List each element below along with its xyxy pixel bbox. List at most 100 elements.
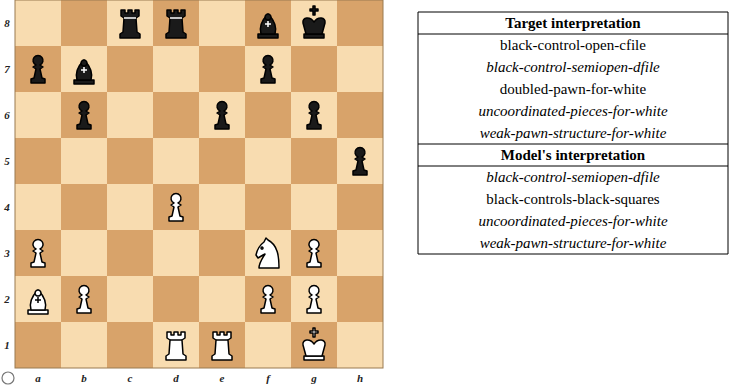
piece-shape <box>265 21 271 27</box>
board-square <box>199 92 245 138</box>
board-square <box>337 92 383 138</box>
piece-shape <box>169 193 183 221</box>
board-square <box>291 138 337 184</box>
board-square <box>61 0 107 46</box>
piece-shape <box>31 55 45 83</box>
table-rule <box>418 12 419 254</box>
table-cell: doubled-pawn-for-white <box>500 81 646 98</box>
piece-shape <box>307 101 321 129</box>
piece-shape <box>166 10 186 38</box>
piece-shape <box>212 332 232 360</box>
piece-shape <box>124 17 136 19</box>
piece-shape <box>261 285 275 313</box>
rank-label: 3 <box>4 247 10 259</box>
piece-shape <box>120 10 140 38</box>
table-rule <box>418 34 728 35</box>
table-cell: black-control-open-cfile <box>500 37 646 54</box>
board-square <box>107 0 153 46</box>
board-squares <box>15 0 383 368</box>
black-piece <box>120 10 140 38</box>
board-square <box>61 92 107 138</box>
white-piece <box>28 290 48 314</box>
file-label: h <box>357 372 363 384</box>
board-square <box>153 276 199 322</box>
table-rule <box>418 254 728 255</box>
board-square <box>199 230 245 276</box>
black-piece <box>31 55 45 83</box>
table-cell: weak-pawn-structure-for-white <box>480 125 667 142</box>
piece-shape <box>353 147 367 175</box>
board-square <box>153 322 199 368</box>
board-square <box>107 92 153 138</box>
board-square <box>107 138 153 184</box>
board-square <box>245 276 291 322</box>
rank-label: 1 <box>4 339 10 351</box>
board-square <box>153 230 199 276</box>
board-square <box>61 276 107 322</box>
black-piece <box>261 55 275 83</box>
board-square <box>61 184 107 230</box>
board-square <box>107 46 153 92</box>
rank-label: 6 <box>4 109 10 121</box>
board-square <box>107 230 153 276</box>
black-piece <box>77 101 91 129</box>
board-square <box>15 276 61 322</box>
pieces <box>28 6 367 360</box>
file-label: d <box>173 372 179 384</box>
black-piece <box>307 101 321 129</box>
piece-shape <box>265 14 271 20</box>
board-square <box>245 0 291 46</box>
piece-shape <box>30 290 45 310</box>
table-cell: black-control-semiopen-dfile <box>486 59 660 76</box>
board-square <box>199 276 245 322</box>
white-piece <box>212 332 232 360</box>
black-piece <box>166 10 186 38</box>
piece-shape <box>81 67 87 73</box>
black-piece <box>258 14 278 38</box>
board-square <box>337 184 383 230</box>
board-square <box>15 0 61 46</box>
file-label: b <box>81 372 87 384</box>
table-cell: uncoordinated-pieces-for-white <box>478 213 667 230</box>
piece-shape <box>77 101 91 129</box>
board-square <box>61 138 107 184</box>
piece-shape <box>307 239 321 267</box>
board-square <box>291 322 337 368</box>
piece-shape <box>260 14 275 34</box>
board-square <box>153 92 199 138</box>
black-piece <box>74 60 94 84</box>
board-square <box>245 138 291 184</box>
rank-label: 5 <box>4 155 10 167</box>
piece-shape <box>35 297 41 303</box>
piece-shape <box>261 55 275 83</box>
board-square <box>15 92 61 138</box>
piece-shape <box>35 290 41 296</box>
table-header: Model's interpretation <box>501 147 645 164</box>
table-rule <box>418 144 728 145</box>
board-square <box>337 0 383 46</box>
board-square <box>291 184 337 230</box>
black-piece <box>303 6 325 38</box>
file-label: a <box>35 372 41 384</box>
white-piece <box>169 193 183 221</box>
board-square <box>15 230 61 276</box>
white-piece <box>307 285 321 313</box>
board-square <box>337 322 383 368</box>
piece-shape <box>307 285 321 313</box>
board-square <box>337 46 383 92</box>
piece-shape <box>170 339 182 341</box>
piece-shape <box>216 339 228 341</box>
side-to-move-marker <box>2 372 14 384</box>
rank-label: 8 <box>4 17 10 29</box>
piece-shape <box>310 6 318 15</box>
board-square <box>153 46 199 92</box>
board-square <box>199 184 245 230</box>
board-square <box>153 138 199 184</box>
piece-shape <box>166 332 186 360</box>
piece-shape <box>76 60 91 80</box>
board-square <box>61 230 107 276</box>
rank-label: 4 <box>4 201 10 213</box>
board-square <box>291 230 337 276</box>
white-piece <box>261 285 275 313</box>
board-square <box>337 230 383 276</box>
